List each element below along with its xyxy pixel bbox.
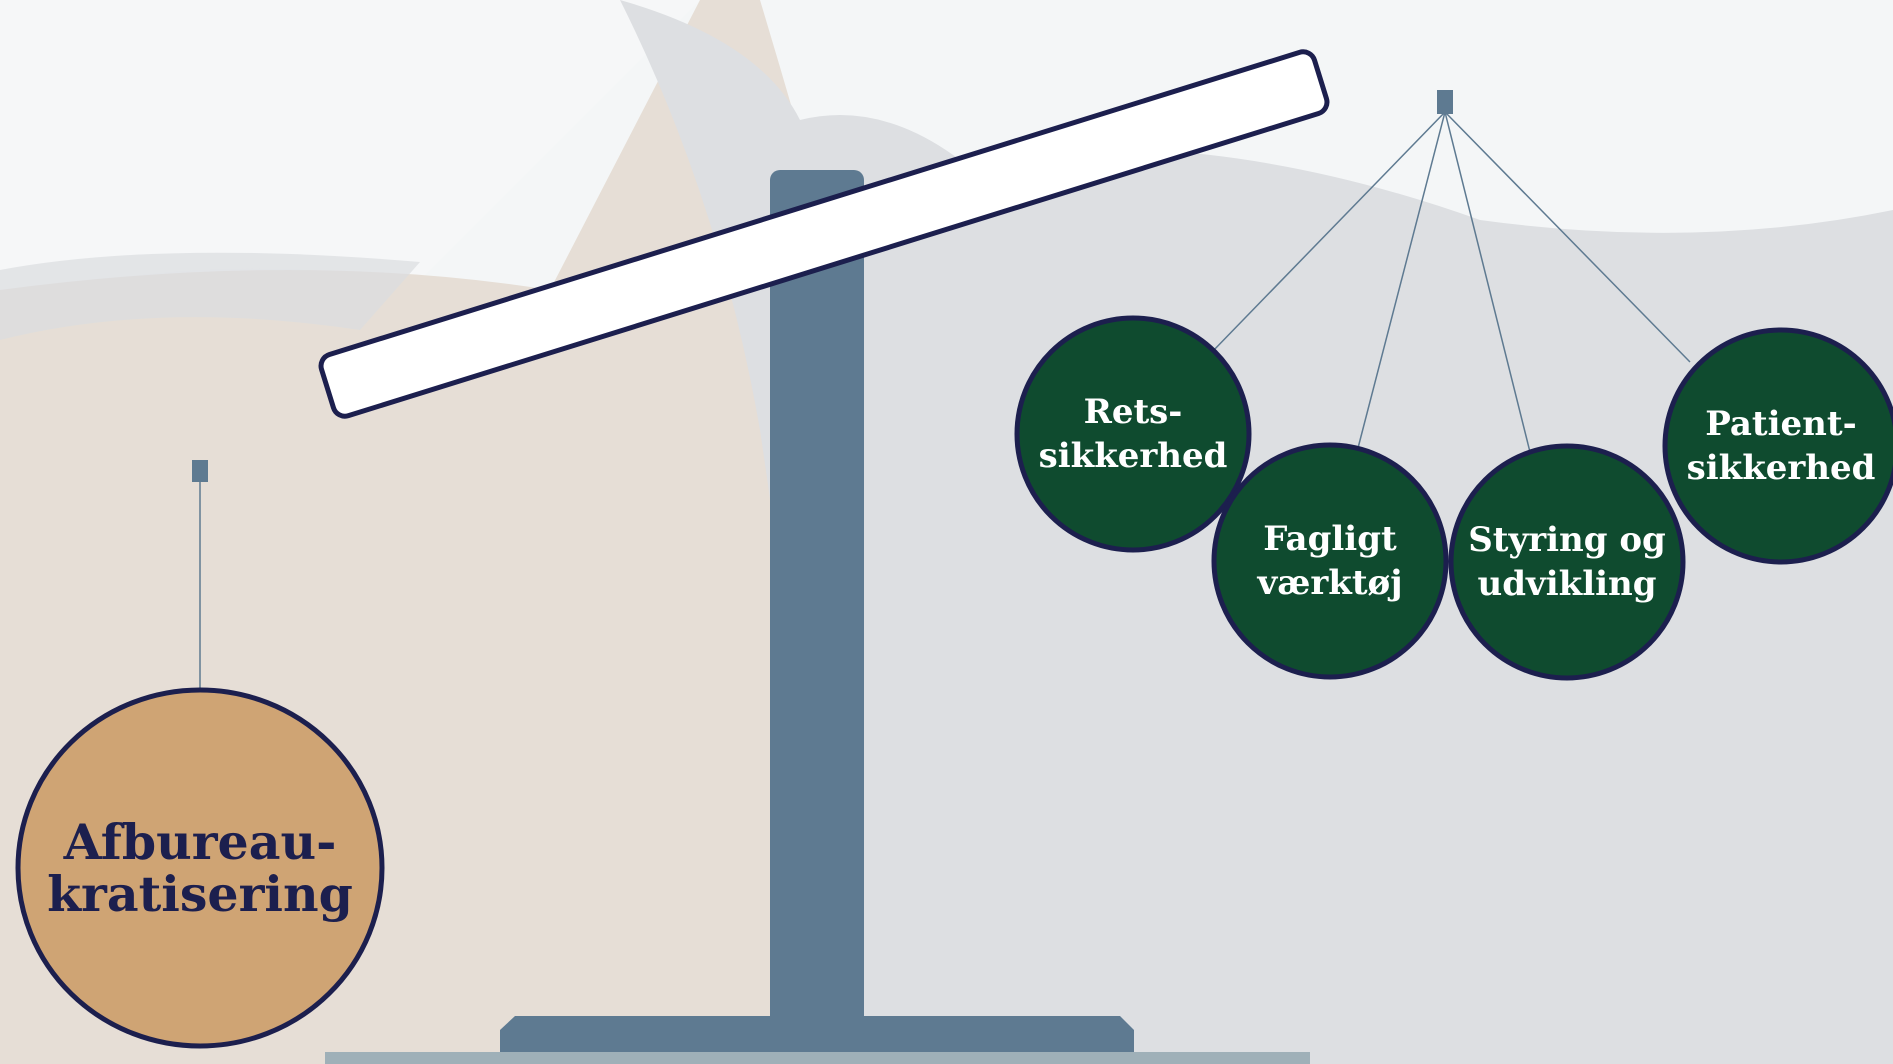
scale-post <box>770 170 864 1040</box>
right-weight-label-retssikkerhed: Rets- sikkerhed <box>1038 391 1228 476</box>
weight-styring-og-udvikling <box>1448 443 1686 681</box>
right-weight-label-fagligt-vaerktoej: Fagligt værktøj <box>1257 518 1403 603</box>
weight-patientsikkerhed <box>1662 327 1893 565</box>
weight-afbureaukratisering <box>15 687 385 1049</box>
weight-fagligt-vaerktoej <box>1211 442 1449 680</box>
right-weight-label-styring-og-udvikling: Styring og udvikling <box>1468 519 1666 604</box>
right-hanger <box>1437 90 1453 114</box>
left-hanger <box>192 460 208 482</box>
right-strings <box>1211 111 1691 453</box>
right-weight-label-patientsikkerhed: Patient- sikkerhed <box>1686 403 1876 488</box>
pivot-circle <box>792 212 838 258</box>
weight-retssikkerhed <box>1014 315 1252 553</box>
weight-circles <box>15 315 1893 1049</box>
left-weight-label: Afbureau- kratisering <box>47 812 353 923</box>
ground-line <box>325 1052 1310 1064</box>
